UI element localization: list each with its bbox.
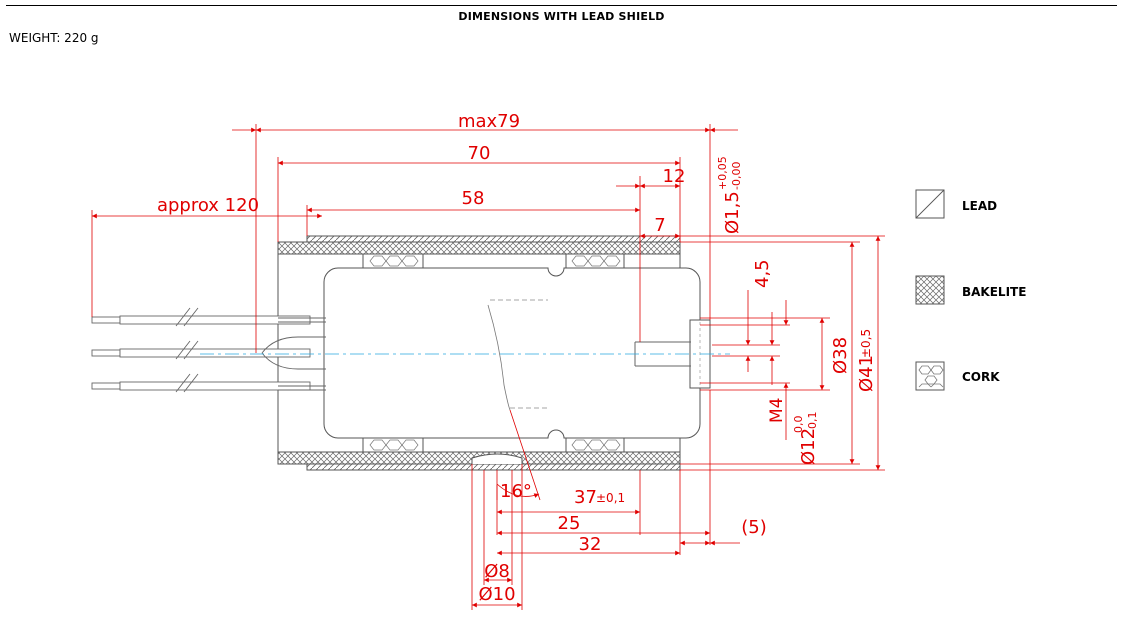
legend-label-cork: CORK (962, 370, 1000, 384)
svg-text:±0,5: ±0,5 (859, 329, 873, 358)
dim-stem-height: 4,5 (752, 259, 773, 288)
drawing-title: DIMENSIONS WITH LEAD SHIELD (458, 10, 665, 23)
dim-angle: 16° (500, 481, 532, 502)
cork-hexagon-icon (915, 361, 945, 391)
svg-text:-0,1: -0,1 (806, 412, 819, 433)
svg-text:Ø12: Ø12 (798, 428, 819, 465)
legend-item-cork: CORK (915, 361, 1000, 391)
svg-text:Ø1,5: Ø1,5 (722, 191, 743, 234)
dim-body-length: 70 (468, 143, 491, 164)
weight-label: WEIGHT: 220 g (9, 31, 99, 45)
cork-block-top-right (565, 253, 625, 269)
part-outline (91, 235, 730, 471)
dim-inner-dia: Ø38 (830, 337, 851, 374)
bottom-port (471, 453, 523, 464)
cork-block-bottom-right (565, 437, 625, 453)
svg-text:0,0: 0,0 (792, 416, 805, 434)
cork-block-bottom-left (362, 437, 424, 453)
dim-pos-32: 32 (579, 534, 602, 555)
dim-pos-25: 25 (558, 513, 581, 534)
svg-text:Ø41: Ø41 (856, 355, 877, 392)
inner-capsule (323, 267, 701, 439)
lead-hatch-icon (915, 189, 945, 219)
dimension-lines (92, 127, 881, 608)
bakelite-crosshatch-icon (915, 275, 945, 305)
lead-wires (91, 307, 326, 393)
dim-ref-5: (5) (741, 517, 767, 538)
dim-outer-dia: Ø41 ±0,5 (856, 329, 877, 392)
dim-thread: M4 (767, 398, 787, 423)
dim-pos-37-tol: ±0,1 (596, 491, 625, 505)
header-rule (6, 5, 1117, 6)
dim-stem-dia: Ø12 0,0 -0,1 (792, 412, 819, 465)
dim-port-dia-outer: Ø10 (478, 584, 515, 605)
dim-pos-37: 37 (574, 487, 597, 508)
svg-text:+0,05: +0,05 (716, 156, 729, 190)
cork-block-top-left (362, 253, 424, 269)
dim-overall-max: max79 (458, 111, 520, 132)
dim-port-dia-inner: Ø8 (484, 561, 510, 582)
legend-item-bakelite: BAKELITE (915, 275, 1026, 305)
legend: LEAD BAKELITE CORK (915, 189, 1026, 391)
dim-lead-length: approx 120 (157, 195, 259, 216)
dimension-labels: max79 70 58 approx 120 12 7 Ø1,5 +0,05 -… (157, 111, 877, 605)
dim-stem-offset: 12 (663, 166, 686, 187)
dim-hole-dia: Ø1,5 +0,05 -0,00 (716, 156, 743, 234)
dim-bakelite-length: 58 (462, 188, 485, 209)
svg-text:-0,00: -0,00 (730, 162, 743, 190)
legend-label-lead: LEAD (962, 199, 997, 213)
legend-label-bakelite: BAKELITE (962, 285, 1026, 299)
dim-shield-gap: 7 (654, 215, 665, 236)
legend-item-lead: LEAD (915, 189, 997, 219)
